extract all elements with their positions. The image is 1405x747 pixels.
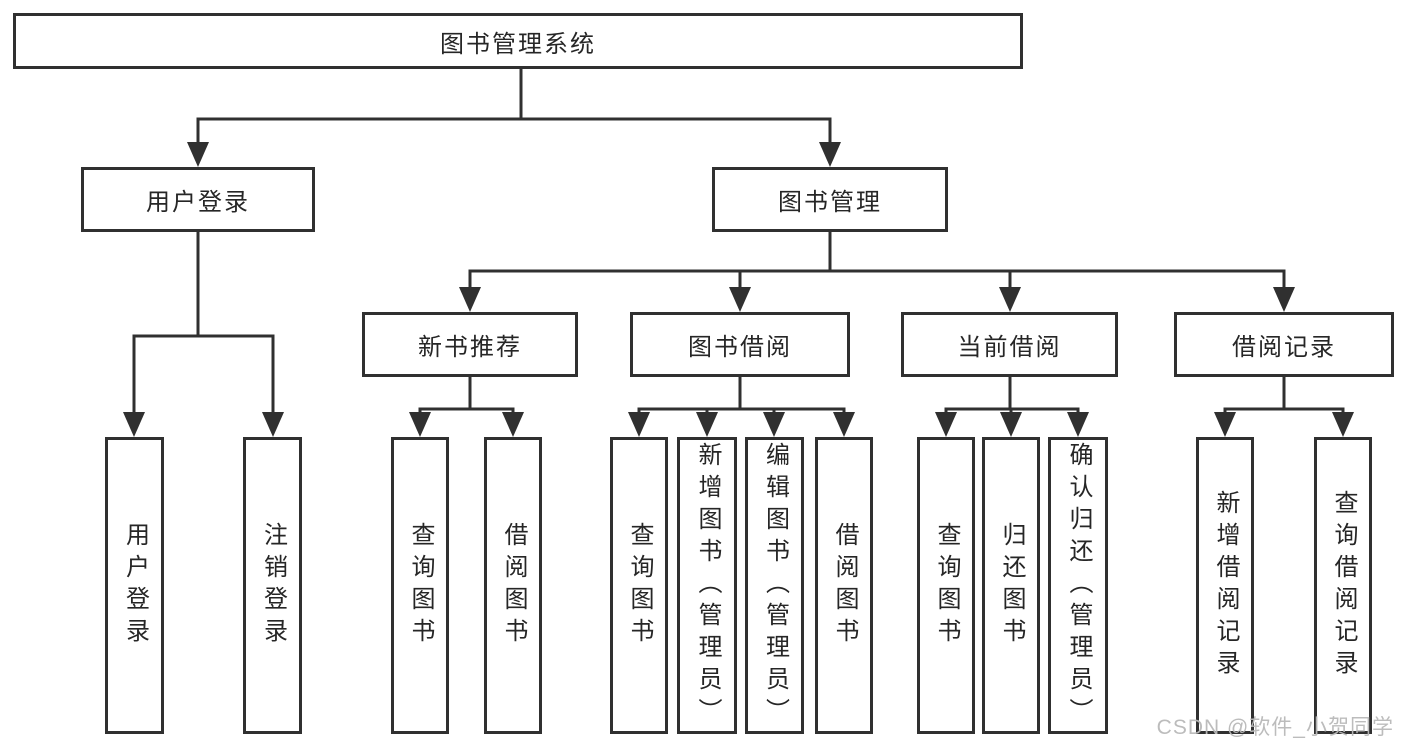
arrowhead-down-icon [123, 412, 145, 437]
arrowhead-down-icon [1067, 412, 1089, 437]
leaf-borrow-books-recommend: 借阅图书 [484, 437, 542, 734]
arrowhead-down-icon [696, 412, 718, 437]
arrowhead-down-icon [935, 412, 957, 437]
leaf-query-books-borrowing: 查询图书 [610, 437, 668, 734]
leaf-add-borrow-record: 新增借阅记录 [1196, 437, 1254, 734]
leaf-logout: 注销登录 [243, 437, 302, 734]
leaf-add-books-admin: 新增图书（管理员） [677, 437, 737, 734]
arrowhead-down-icon [819, 142, 841, 167]
arrowhead-down-icon [262, 412, 284, 437]
node-book-management: 图书管理 [712, 167, 948, 232]
csdn-watermark: CSDN @软件_小贺同学 [1156, 716, 1394, 739]
arrowhead-down-icon [999, 287, 1021, 312]
arrowhead-down-icon [833, 412, 855, 437]
arrowhead-down-icon [1214, 412, 1236, 437]
leaf-query-books-recommend: 查询图书 [391, 437, 449, 734]
arrowhead-down-icon [459, 287, 481, 312]
arrowhead-down-icon [502, 412, 524, 437]
arrowhead-down-icon [729, 287, 751, 312]
node-book-borrowing: 图书借阅 [630, 312, 850, 377]
arrowhead-down-icon [1273, 287, 1295, 312]
leaf-borrow-books: 借阅图书 [815, 437, 873, 734]
leaf-query-books-current: 查询图书 [917, 437, 975, 734]
node-new-book-recommend: 新书推荐 [362, 312, 578, 377]
leaf-confirm-return-admin: 确认归还（管理员） [1048, 437, 1108, 734]
arrowhead-down-icon [628, 412, 650, 437]
node-borrowing-records: 借阅记录 [1174, 312, 1394, 377]
arrowhead-down-icon [187, 142, 209, 167]
leaf-return-books: 归还图书 [982, 437, 1040, 734]
arrowhead-down-icon [409, 412, 431, 437]
arrowhead-down-icon [763, 412, 785, 437]
leaf-user-login: 用户登录 [105, 437, 164, 734]
node-current-borrowing: 当前借阅 [901, 312, 1118, 377]
leaf-edit-books-admin: 编辑图书（管理员） [745, 437, 804, 734]
arrowhead-down-icon [1000, 412, 1022, 437]
node-user-login: 用户登录 [81, 167, 315, 232]
leaf-query-borrow-record: 查询借阅记录 [1314, 437, 1372, 734]
arrowhead-down-icon [1332, 412, 1354, 437]
node-library-system: 图书管理系统 [13, 13, 1023, 69]
